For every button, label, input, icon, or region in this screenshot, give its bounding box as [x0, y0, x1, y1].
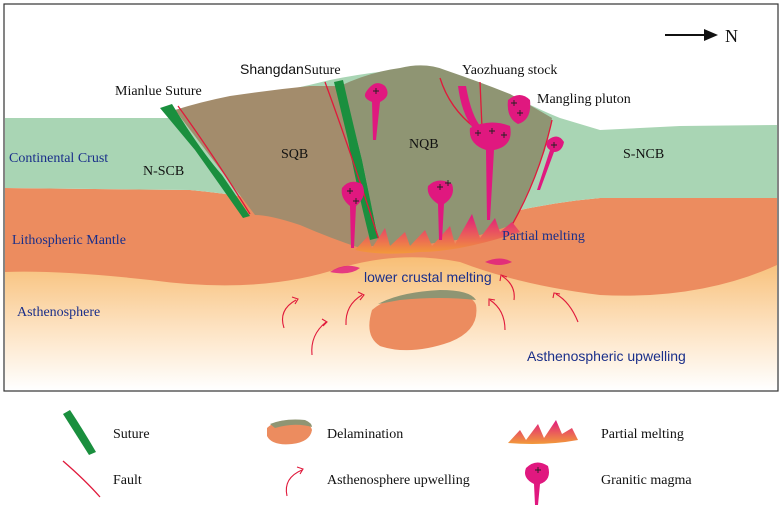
sqb-label: SQB	[281, 147, 308, 162]
mangling-label: Mangling pluton	[537, 92, 631, 107]
lithospheric-mantle-label: Lithospheric Mantle	[12, 233, 126, 248]
legend-granitic-magma-icon	[525, 462, 549, 505]
yaozhuang-label: Yaozhuang stock	[462, 63, 557, 78]
nqb-block	[340, 65, 552, 246]
shangdan-label: Shangdan	[240, 61, 304, 77]
delamination-crust-cap	[378, 290, 476, 304]
legend-fault-label: Fault	[113, 473, 142, 488]
asthenosphere-label: Asthenosphere	[17, 305, 100, 320]
delamination-block	[369, 291, 477, 351]
fault-line	[479, 81, 483, 129]
partial-melting-zone	[355, 214, 520, 254]
mianlue-suture	[160, 104, 250, 218]
granitic-magma-group	[341, 83, 564, 248]
legend-partial-melting-label: Partial melting	[601, 427, 684, 442]
legend-suture-label: Suture	[113, 427, 150, 442]
nscb-label: N-SCB	[143, 164, 184, 179]
legend-upwelling-arrowhead	[296, 466, 304, 475]
lower-crustal-melting-label: lower crustal melting	[364, 269, 492, 285]
north-arrow	[665, 29, 718, 41]
legend-fault-icon	[62, 460, 101, 498]
continental-crust-label: Continental Crust	[9, 151, 108, 166]
upwelling-arrows	[281, 274, 579, 356]
legend-partial-melting-icon	[508, 420, 578, 444]
fault-line	[511, 119, 553, 226]
shangdan-suture	[334, 80, 378, 240]
legend-suture-icon	[63, 410, 96, 455]
legend-upwelling-label: Asthenosphere upwelling	[327, 473, 470, 488]
melt-pocket	[330, 265, 360, 274]
magma-cross-marks	[347, 88, 557, 204]
partial-melting-label: Partial melting	[502, 229, 585, 244]
legend-delamination-label: Delamination	[327, 427, 403, 442]
nqb-label: NQB	[409, 137, 439, 152]
asthenospheric-upwelling-label: Asthenospheric upwelling	[527, 348, 686, 364]
melt-pocket	[485, 258, 512, 265]
legend-granitic-magma-label: Granitic magma	[601, 473, 692, 488]
legend-magma-cross	[535, 467, 541, 473]
sqb-block	[175, 86, 380, 248]
fault-line	[324, 81, 381, 244]
legend: Suture Delamination Partial melting Faul…	[62, 410, 692, 505]
legend-upwelling-icon	[285, 469, 303, 497]
legend-delamination-cap	[270, 419, 312, 428]
mianlue-suture-label: Mianlue Suture	[115, 84, 202, 99]
compass-label: N	[725, 26, 738, 46]
shangdan-suture-label: Suture	[304, 63, 341, 78]
sncb-label: S-NCB	[623, 147, 664, 162]
fault-line	[177, 105, 251, 215]
